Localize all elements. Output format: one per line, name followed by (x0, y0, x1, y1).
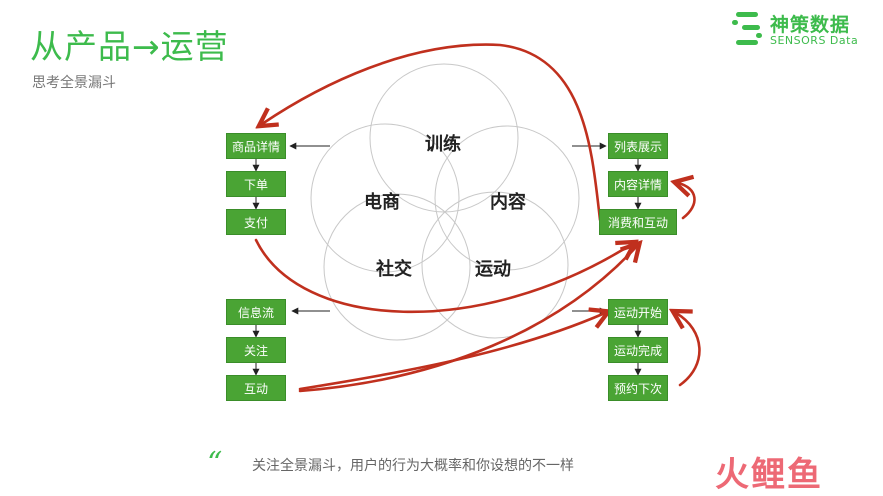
footer-quote: 关注全景漏斗，用户的行为大概率和你设想的不一样 (252, 458, 574, 474)
funnel-step-sport-start: 运动开始 (608, 299, 668, 325)
bubble-label-train: 训练 (425, 134, 461, 155)
logo-text-cn: 神策数据 (770, 14, 851, 36)
circle-bottom-right (421, 191, 569, 339)
watermark: 火鲤鱼 (715, 455, 823, 495)
funnel-step-consume: 消费和互动 (599, 209, 677, 235)
funnel-step-interact: 互动 (226, 375, 286, 401)
red-arrow-interact-to-sport (298, 313, 605, 391)
red-arrow-content-to-ecommerce (262, 43, 602, 222)
bubble-label-social: 社交 (376, 259, 412, 280)
funnel-step-follow: 关注 (226, 337, 286, 363)
page-subtitle: 思考全景漏斗 (32, 75, 116, 91)
bubble-label-sport: 运动 (475, 259, 511, 280)
funnel-step-feed: 信息流 (226, 299, 286, 325)
funnel-step-pay: 支付 (226, 209, 286, 235)
circle-bottom-left (323, 193, 471, 341)
sensors-logo-icon (732, 12, 762, 45)
funnel-step-list: 列表展示 (608, 133, 668, 159)
funnel-step-order: 下单 (226, 171, 286, 197)
logo: 神策数据 SENSORS Data (730, 8, 870, 52)
circle-left (310, 123, 460, 273)
funnel-step-product-detail: 商品详情 (226, 133, 286, 159)
red-arrow-consume-loop (678, 183, 696, 220)
funnel-step-content-detail: 内容详情 (608, 171, 668, 197)
circle-top (369, 63, 519, 213)
funnel-step-sport-done: 运动完成 (608, 337, 668, 363)
logo-text-en: SENSORS Data (770, 34, 859, 47)
quote-mark-icon: “ (207, 446, 223, 481)
page-title: 从产品→运营 (30, 27, 229, 66)
bubble-label-content: 内容 (490, 192, 526, 213)
funnel-step-book-next: 预约下次 (608, 375, 668, 401)
red-arrow-sport-loop (676, 313, 701, 387)
red-arrow-interact-to-consume (298, 246, 637, 393)
red-arrow-pay-to-consume (254, 238, 632, 314)
bubble-label-ecommerce: 电商 (364, 192, 400, 213)
circle-right (434, 125, 580, 271)
